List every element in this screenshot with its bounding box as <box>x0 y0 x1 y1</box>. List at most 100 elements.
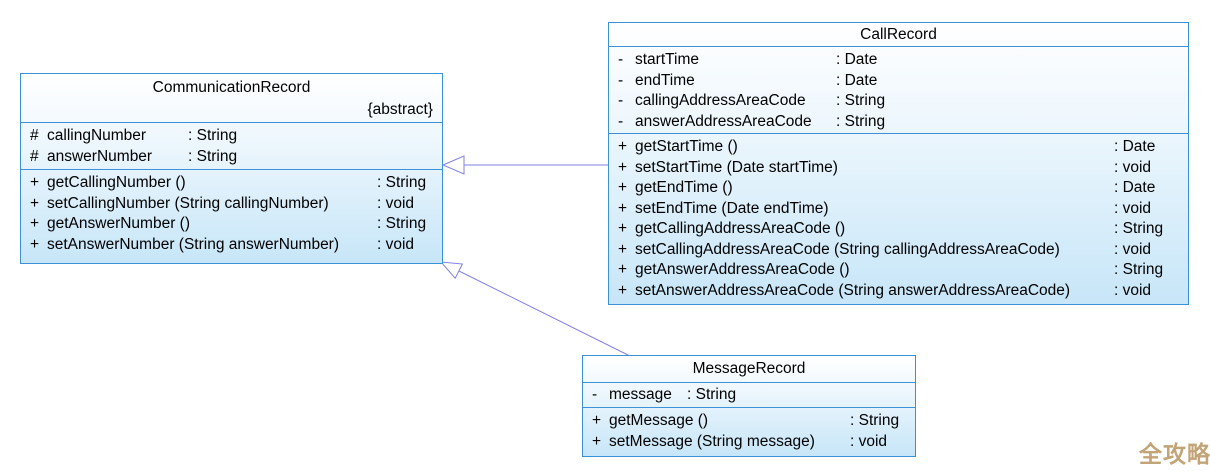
visibility-marker: + <box>618 281 628 299</box>
attribute-type: : Date <box>836 51 878 68</box>
visibility-marker: + <box>618 158 628 176</box>
method-name: getCallingNumber () <box>47 174 186 191</box>
visibility-marker: + <box>592 432 602 450</box>
method-row: + setMessage (String message) : void <box>583 432 915 453</box>
method-return-type: : void <box>850 432 888 450</box>
attribute-type: : String <box>188 147 238 165</box>
visibility-marker: + <box>618 261 628 278</box>
attribute-row: # answerNumber : String <box>21 147 442 168</box>
visibility-marker: + <box>30 235 40 253</box>
attributes-compartment: -startTime: Date -endTime: Date -calling… <box>609 46 1188 133</box>
methods-compartment: + getCallingNumber () : String + setCalling… <box>21 169 442 260</box>
attributes-compartment: # callingNumber : String # answerNumber : St… <box>21 122 442 169</box>
method-name: setCallingNumber (String callingNumber) <box>47 194 329 212</box>
class-callrecord[interactable]: CallRecord -startTime: Date -endTime: Da… <box>608 22 1189 305</box>
visibility-marker: + <box>618 179 628 196</box>
attribute-name: answerNumber <box>47 147 153 165</box>
method-return-type: : void <box>377 235 415 253</box>
watermark-text: 全攻略 <box>1139 441 1210 467</box>
visibility-marker: - <box>618 71 624 89</box>
method-name: getStartTime () <box>635 138 738 155</box>
attribute-row: -endTime : Date <box>609 71 1188 92</box>
method-name: getAnswerNumber () <box>47 215 190 232</box>
attribute-name: answerAddressAreaCode <box>635 112 812 130</box>
class-title-compartment: CallRecord <box>609 23 1188 46</box>
visibility-marker: + <box>30 194 40 212</box>
method-return-type: : void <box>1114 158 1152 176</box>
method-return-type: : String <box>1114 261 1164 278</box>
method-row: + setStartTime (Date startTime) : void <box>609 158 1188 179</box>
attribute-name: callingNumber <box>47 127 147 144</box>
attribute-row: -callingAddressAreaCode: String <box>609 91 1188 112</box>
visibility-marker: - <box>618 112 624 130</box>
class-stereotype: {abstract} <box>367 101 434 118</box>
class-title-compartment: CommunicationRecord {abstract} <box>21 74 442 122</box>
method-row: + getMessage () : String <box>583 411 915 432</box>
attribute-type: : Date <box>836 71 878 89</box>
visibility-marker: # <box>30 147 39 165</box>
visibility-marker: + <box>592 412 602 429</box>
generalization-arrow-messagerecord[interactable] <box>439 261 631 357</box>
attribute-row: # callingNumber : String <box>21 126 442 147</box>
visibility-marker: + <box>618 199 628 217</box>
method-name: setAnswerNumber (String answerNumber) <box>47 235 340 253</box>
method-name: getMessage () <box>609 412 709 429</box>
visibility-marker: # <box>30 127 39 144</box>
attribute-name: endTime <box>635 71 695 89</box>
method-row: + setAnswerAddressAreaCode (String answer… <box>609 281 1188 302</box>
method-name: getCallingAddressAreaCode () <box>635 220 846 237</box>
class-name: MessageRecord <box>692 360 806 377</box>
method-row: + setCallingNumber (String callingNumber)… <box>21 194 442 215</box>
generalization-arrow-callrecord[interactable] <box>441 155 608 175</box>
method-return-type: : Date <box>1114 138 1156 155</box>
method-return-type: : void <box>1114 199 1152 217</box>
class-name: CallRecord <box>860 26 937 43</box>
attribute-row: -message: String <box>583 385 915 406</box>
visibility-marker: - <box>592 386 598 403</box>
visibility-marker: - <box>618 51 624 68</box>
method-return-type: : String <box>850 412 900 429</box>
attribute-type: : String <box>836 112 886 130</box>
method-row: + getAnswerAddressAreaCode () : String <box>609 260 1188 281</box>
attribute-type: : String <box>836 92 886 109</box>
class-name: CommunicationRecord <box>152 79 311 96</box>
method-return-type: : void <box>1114 281 1152 299</box>
method-name: setAnswerAddressAreaCode (String answerA… <box>635 281 1071 299</box>
method-row: +getAnswerNumber (): String <box>21 214 442 235</box>
method-row: + getEndTime () : Date <box>609 178 1188 199</box>
class-messagerecord[interactable]: MessageRecord -message: String +getMessa… <box>582 355 916 457</box>
attribute-name: startTime <box>635 51 700 68</box>
attributes-compartment: -message: String <box>583 382 915 407</box>
methods-compartment: + getMessage () : String + setMessage (Stri… <box>583 407 915 455</box>
class-communicationrecord[interactable]: CommunicationRecord {abstract} # callingN… <box>20 73 443 264</box>
method-row: + getCallingAddressAreaCode () : String <box>609 219 1188 240</box>
method-return-type: : void <box>377 194 415 212</box>
attribute-name: message <box>609 386 672 403</box>
visibility-marker: - <box>618 92 624 109</box>
visibility-marker: + <box>618 138 628 155</box>
method-return-type: : String <box>1114 220 1164 237</box>
method-row: + setAnswerNumber (String answerNumber) : … <box>21 235 442 256</box>
method-row: +setEndTime (Date endTime): void <box>609 199 1188 220</box>
attribute-row: -answerAddressAreaCode : String <box>609 112 1188 133</box>
method-row: + setCallingAddressAreaCode (String calli… <box>609 240 1188 261</box>
visibility-marker: + <box>618 240 628 258</box>
method-return-type: : String <box>377 215 427 232</box>
method-return-type: : void <box>1114 240 1152 258</box>
method-name: setStartTime (Date startTime) <box>635 158 838 176</box>
method-return-type: : String <box>377 174 427 191</box>
method-name: getAnswerAddressAreaCode () <box>635 261 850 278</box>
method-row: + getCallingNumber () : String <box>21 173 442 194</box>
methods-compartment: + getStartTime () : Date + setStartTime (Da… <box>609 133 1188 302</box>
method-name: setCallingAddressAreaCode (String callin… <box>635 240 1060 258</box>
method-return-type: : Date <box>1114 179 1156 196</box>
attribute-type: : String <box>188 127 238 144</box>
method-row: + getStartTime () : Date <box>609 137 1188 158</box>
method-name: getEndTime () <box>635 179 733 196</box>
attribute-row: -startTime : Date <box>609 50 1188 71</box>
visibility-marker: + <box>618 220 628 237</box>
class-title-compartment: MessageRecord <box>583 356 915 382</box>
method-name: setMessage (String message) <box>609 432 815 450</box>
visibility-marker: + <box>30 174 40 191</box>
